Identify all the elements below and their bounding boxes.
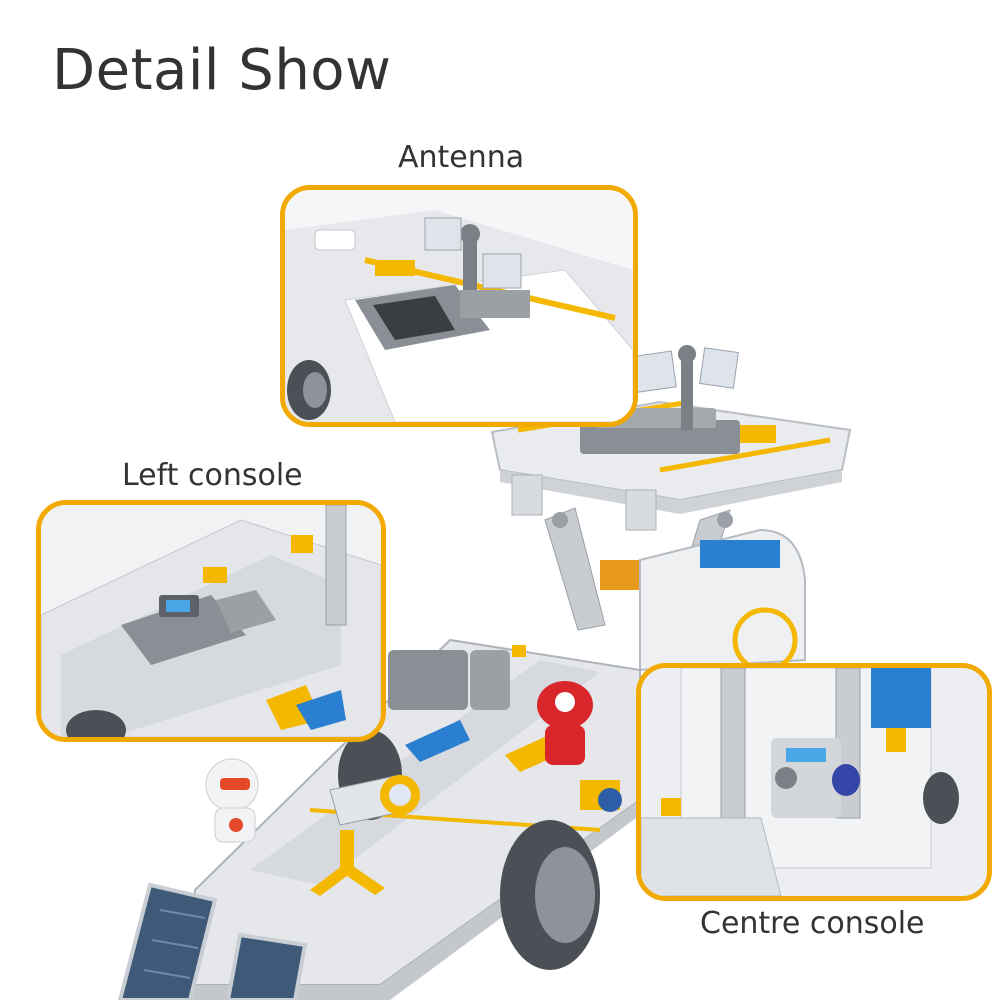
antenna-label: Antenna (398, 140, 525, 175)
left-console-detail-callout (36, 500, 386, 742)
centre-console-label: Centre console (700, 906, 925, 941)
antenna-detail-callout (280, 185, 638, 427)
antenna-mast (627, 345, 739, 430)
blue-gem (598, 788, 622, 812)
red-robot-figure (537, 681, 593, 765)
centre-console-detail-callout (636, 663, 992, 901)
white-robot-figure (205, 758, 259, 843)
page-title: Detail Show (52, 38, 392, 103)
left-console-label: Left console (122, 458, 303, 493)
vehicle-cab (639, 528, 806, 673)
solar-ramps (117, 882, 308, 1000)
telescope (310, 774, 420, 896)
